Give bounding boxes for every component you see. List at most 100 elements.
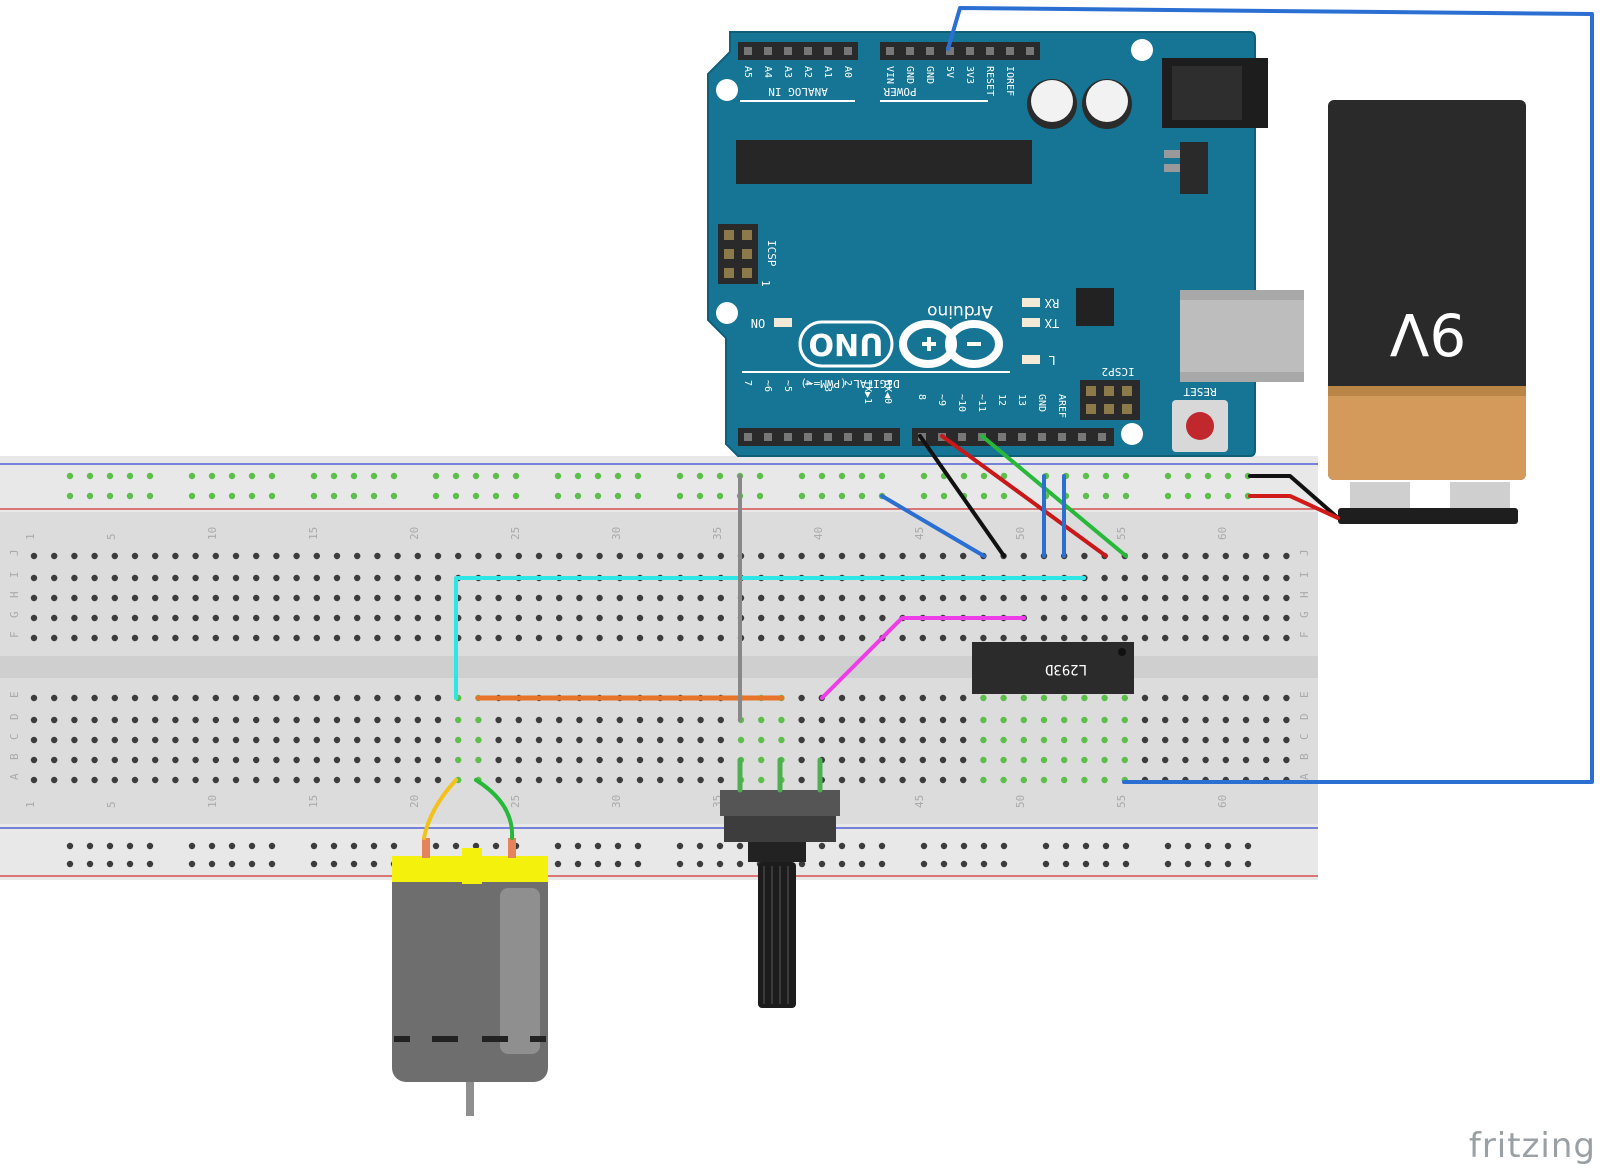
motor-wire-yellow (422, 778, 458, 840)
chip-label: L293D (1045, 661, 1087, 677)
row-letter: A (1298, 773, 1311, 780)
row-letter: E (8, 691, 21, 698)
row-letter: D (8, 713, 21, 720)
pin-label: 12 (996, 394, 1007, 406)
pin-label: A3 (782, 66, 793, 78)
column-number: 1 (24, 533, 37, 540)
motor-wire-green (474, 778, 515, 840)
column-number: 40 (812, 527, 825, 540)
on-label: ON (751, 316, 765, 330)
column-number: 50 (1014, 527, 1027, 540)
pin-label: 8 (916, 394, 927, 400)
row-letter: A (8, 773, 21, 780)
pin-label: ~5 (782, 380, 793, 392)
column-number: 20 (408, 795, 421, 808)
pin-label: RESET (984, 66, 995, 96)
pin-label: ~10 (956, 394, 967, 412)
tx-label: TX (1044, 316, 1059, 330)
column-number: 5 (105, 801, 118, 808)
column-number: 25 (509, 527, 522, 540)
top-power-rail (0, 456, 1318, 512)
l293d-chip: L293D (972, 642, 1134, 694)
wire-blue-diag (880, 494, 986, 558)
icsp2-label: ICSP2 (1101, 365, 1134, 378)
pin-label: 7 (742, 380, 753, 386)
rx-led (1022, 298, 1040, 307)
pin-label: 2 (842, 380, 853, 386)
pin-label: A4 (762, 66, 773, 78)
column-number: 55 (1115, 795, 1128, 808)
analog-in-label: ANALOG IN (768, 85, 828, 98)
row-letter: C (8, 733, 21, 740)
icsp2-header (1080, 380, 1140, 420)
usb-chip (1076, 288, 1114, 326)
column-number: 20 (408, 527, 421, 540)
column-number: 1 (24, 801, 37, 808)
battery-clip (1338, 508, 1518, 524)
pin-label: 3V3 (964, 66, 975, 84)
uno-label: UNO (809, 326, 884, 361)
pin-label: IOREF (1004, 66, 1015, 96)
row-letter: G (1298, 611, 1311, 618)
row-letter: B (8, 753, 21, 760)
column-number: 30 (610, 795, 623, 808)
pin-label: ~6 (762, 380, 773, 392)
potentiometer[interactable] (720, 790, 840, 1008)
row-letter: H (8, 591, 21, 598)
column-number: 45 (913, 527, 926, 540)
column-number: 45 (913, 795, 926, 808)
l-led (1022, 355, 1040, 364)
wire-cyan (454, 576, 1086, 700)
row-letter: I (1298, 571, 1311, 578)
atmega-chip (736, 140, 1032, 184)
column-number: 15 (307, 795, 320, 808)
pin-label: AREF (1056, 394, 1067, 418)
arduino-board (707, 31, 1256, 457)
digital-header-low (738, 428, 900, 446)
icsp-header (718, 224, 758, 284)
column-number: 25 (509, 795, 522, 808)
column-number: 15 (307, 527, 320, 540)
row-letter: G (8, 611, 21, 618)
tx-led (1022, 318, 1040, 327)
digital-header-high (912, 428, 1114, 446)
pin-label: 13 (1016, 394, 1027, 406)
column-number: 55 (1115, 527, 1128, 540)
fritzing-watermark: fritzing (1468, 1126, 1596, 1166)
wire-pin9 (940, 434, 1108, 558)
pin-label: 4 (802, 380, 813, 386)
pin-label: ~3 (822, 380, 833, 392)
reset-label: RESET (1183, 385, 1216, 398)
row-letter: J (1298, 549, 1311, 556)
wire-magenta (820, 616, 1026, 700)
pin-label: 5V (944, 66, 955, 78)
wires (422, 6, 1594, 840)
battery-wire-red (1248, 494, 1340, 520)
row-letter: J (8, 549, 21, 556)
column-number: 60 (1216, 795, 1229, 808)
power-header (880, 42, 1040, 60)
battery-label: 9V (1389, 300, 1466, 368)
arduino-logo: UNO Arduino (798, 301, 1003, 368)
usb-port (1180, 290, 1304, 382)
battery-9v: 9V (1328, 100, 1526, 524)
pin-label: GND (904, 66, 915, 84)
column-number: 60 (1216, 527, 1229, 540)
column-number: 10 (206, 795, 219, 808)
row-letter: E (1298, 691, 1311, 698)
arduino-brand-label: Arduino (927, 301, 993, 321)
dc-motor (392, 838, 548, 1116)
row-letter: C (1298, 733, 1311, 740)
column-number: 30 (610, 527, 623, 540)
row-letter: F (8, 631, 21, 638)
row-letter: B (1298, 753, 1311, 760)
on-led (774, 318, 792, 327)
wire-pin8 (918, 434, 1006, 558)
voltage-regulator (1180, 142, 1208, 194)
pin-label: A0 (842, 66, 853, 78)
icsp-label: ICSP (765, 240, 778, 267)
l-label: L (1048, 353, 1055, 367)
wire-5v-to-chip (946, 6, 1594, 784)
